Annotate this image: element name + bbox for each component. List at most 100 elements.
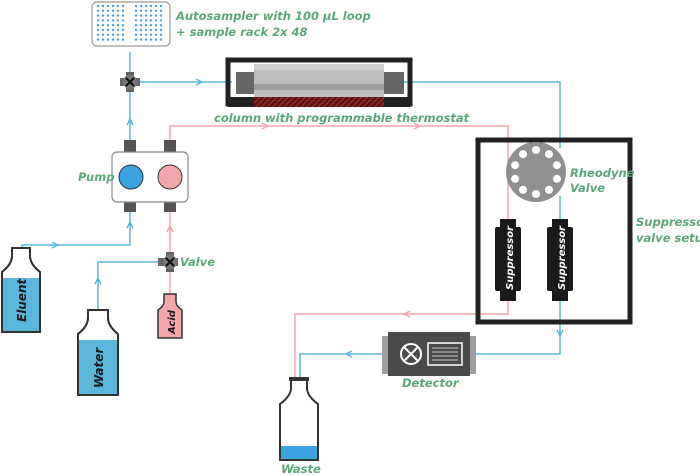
- sample-vial: [149, 19, 153, 22]
- sample-rack-icon: [96, 4, 163, 41]
- suppressor-2-label: Suppressor: [557, 225, 568, 290]
- sample-vial: [96, 19, 100, 22]
- suppressor-1[interactable]: Suppressor: [495, 219, 521, 301]
- sample-vial: [106, 28, 110, 32]
- acid-bottle-label: Acid: [167, 309, 178, 335]
- suppressor-setup-box: [475, 137, 633, 325]
- sample-vial: [116, 19, 120, 22]
- detector-display-icon: [427, 342, 463, 366]
- sample-vial: [159, 28, 163, 32]
- sample-vial: [139, 9, 143, 12]
- valve-port: [532, 190, 540, 198]
- sample-vial: [111, 33, 115, 36]
- injection-valve[interactable]: [120, 72, 140, 92]
- suppressor-2[interactable]: Suppressor: [547, 219, 573, 301]
- sample-vial: [111, 24, 115, 27]
- sample-vial: [111, 9, 115, 12]
- detector-lamp-icon: [400, 343, 422, 365]
- sample-vial: [154, 4, 158, 8]
- flow-arrow: [126, 220, 134, 229]
- valve-port: [544, 150, 553, 159]
- sample-vial: [111, 38, 115, 41]
- rheodyne-label: Rheodyne: [570, 166, 635, 180]
- tube-column-to-rheodyne: [400, 81, 561, 148]
- autosampler-label: Autosampler with 100 µL loop: [175, 9, 371, 23]
- pump-head-acid: [157, 164, 183, 190]
- sample-vial: [154, 38, 158, 41]
- sample-vial: [121, 14, 125, 17]
- sample-vial: [96, 24, 100, 27]
- pump[interactable]: [111, 140, 189, 212]
- rotary-valve-icon: [511, 146, 561, 198]
- column-label: column with programmable thermostat: [214, 111, 470, 125]
- sample-vial: [149, 28, 153, 32]
- sample-vial: [159, 33, 163, 36]
- sample-vial: [96, 14, 100, 17]
- flow-arrow: [402, 310, 411, 318]
- sample-vial: [134, 14, 138, 17]
- thermostat-heater: [254, 97, 384, 107]
- sample-vial: [144, 28, 148, 32]
- detector[interactable]: [382, 332, 476, 376]
- sample-vial: [154, 24, 158, 27]
- sample-vial: [139, 19, 143, 22]
- sample-vial: [96, 38, 100, 41]
- sample-vial: [116, 28, 120, 32]
- sample-vial: [106, 4, 110, 8]
- sample-vial: [134, 4, 138, 8]
- sample-vial: [144, 24, 148, 27]
- sample-vial: [159, 9, 163, 12]
- sample-vial: [149, 9, 153, 12]
- waste-label: Waste: [281, 462, 321, 475]
- sample-vial: [106, 19, 110, 22]
- sample-vial: [154, 19, 158, 22]
- autosampler[interactable]: [91, 1, 171, 47]
- valve-port: [552, 174, 561, 183]
- valve-port: [511, 174, 520, 183]
- sample-vial: [96, 28, 100, 32]
- acid-valve[interactable]: [158, 252, 178, 272]
- blue-tubing: [21, 52, 561, 420]
- valve-port: [552, 161, 561, 170]
- column-oven[interactable]: [225, 57, 413, 107]
- flow-arrow: [556, 329, 564, 338]
- flow-arrow: [195, 78, 204, 86]
- sample-vial: [139, 24, 143, 27]
- sample-vial: [144, 4, 148, 8]
- flow-arrow: [261, 122, 270, 130]
- valve-label: Valve: [180, 255, 215, 269]
- valve-port: [511, 161, 520, 170]
- sample-vial: [134, 9, 138, 12]
- sample-vial: [149, 33, 153, 36]
- flow-arrow: [166, 224, 174, 233]
- sample-vial: [149, 38, 153, 41]
- sample-vial: [121, 24, 125, 27]
- waste-bottle[interactable]: [279, 377, 319, 461]
- sample-vial: [154, 28, 158, 32]
- sample-vial: [96, 4, 100, 8]
- sample-vial: [149, 4, 153, 8]
- pump-label: Pump: [78, 170, 114, 184]
- sample-vial: [134, 24, 138, 27]
- flow-arrows: [51, 78, 564, 358]
- water-bottle[interactable]: Water: [77, 309, 119, 396]
- sample-vial: [111, 28, 115, 32]
- sample-vial: [159, 24, 163, 27]
- suppressor-setup-label-2: valve setup: [636, 231, 700, 245]
- sample-vial: [139, 28, 143, 32]
- sample-vial: [139, 4, 143, 8]
- sample-vial: [139, 33, 143, 36]
- sample-vial: [149, 14, 153, 17]
- flow-arrow: [413, 122, 422, 130]
- tube-pump-to-suppressor: [169, 125, 509, 222]
- acid-bottle[interactable]: Acid: [157, 293, 183, 339]
- flow-arrow: [94, 276, 102, 285]
- sample-vial: [139, 14, 143, 17]
- eluent-bottle[interactable]: Eluent: [1, 247, 41, 333]
- sample-vial: [101, 4, 105, 8]
- sample-vial: [96, 9, 100, 12]
- valve-port: [532, 146, 540, 154]
- valve-port: [519, 185, 528, 194]
- sample-vial: [111, 4, 115, 8]
- rheodyne-valve[interactable]: [506, 142, 566, 202]
